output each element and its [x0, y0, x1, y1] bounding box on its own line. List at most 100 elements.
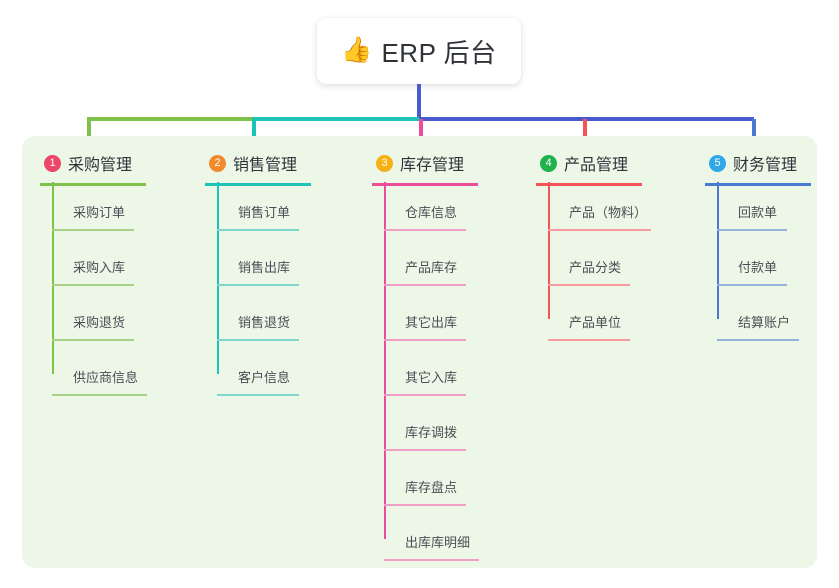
leaf-item-label: 库存调拨 — [405, 425, 458, 440]
leaf-item-rule — [52, 339, 134, 341]
column-header-sales[interactable]: 2 销售管理 — [205, 150, 311, 176]
root-title-card: 👍 ERP 后台 — [317, 18, 521, 84]
leaf-item-rule — [217, 339, 299, 341]
column-header-purchasing[interactable]: 1 采购管理 — [40, 150, 146, 176]
column-badge-inventory: 3 — [376, 154, 393, 172]
leaf-item-label: 产品（物料） — [569, 205, 648, 220]
leaf-item-rule — [548, 284, 630, 286]
leaf-item-label: 仓库信息 — [405, 205, 458, 220]
leaf-item[interactable]: 产品库存 — [384, 259, 466, 286]
leaf-item-label: 回款单 — [738, 205, 778, 220]
leaf-item-label: 供应商信息 — [73, 370, 139, 385]
column-header-product[interactable]: 4 产品管理 — [536, 150, 642, 176]
leaf-item-rule — [717, 339, 799, 341]
leaf-item-rule — [717, 284, 787, 286]
leaf-item[interactable]: 仓库信息 — [384, 204, 466, 231]
leaf-item[interactable]: 结算账户 — [717, 314, 799, 341]
column-rail-inventory — [384, 182, 386, 539]
column-badge-purchasing: 1 — [44, 154, 61, 172]
leaf-item-rule — [52, 284, 134, 286]
column-header-inventory[interactable]: 3 库存管理 — [372, 150, 478, 176]
root-connector-stem — [417, 84, 421, 120]
leaf-item-rule — [548, 339, 630, 341]
leaf-item-rule — [52, 229, 134, 231]
leaf-item-label: 销售出库 — [238, 260, 291, 275]
column-header-rule-sales — [205, 183, 311, 186]
leaf-item-rule — [384, 394, 466, 396]
leaf-item[interactable]: 库存调拨 — [384, 424, 466, 451]
leaf-item[interactable]: 采购入库 — [52, 259, 134, 286]
leaf-item-rule — [52, 394, 147, 396]
column-purchasing: 1 采购管理采购订单采购入库采购退货供应商信息 — [40, 150, 147, 396]
leaf-item[interactable]: 销售订单 — [217, 204, 299, 231]
leaf-item-rule — [217, 284, 299, 286]
column-product: 4 产品管理产品（物料） 产品分类产品单位 — [536, 150, 651, 341]
leaf-item-label: 其它入库 — [405, 370, 458, 385]
leaf-item-rule — [717, 229, 787, 231]
column-header-finance[interactable]: 5 财务管理 — [705, 150, 811, 176]
column-sales: 2 销售管理销售订单销售出库销售退货客户信息 — [205, 150, 311, 396]
column-badge-product: 4 — [540, 154, 557, 172]
leaf-item-rule — [217, 229, 299, 231]
diagram-panel: 1 采购管理采购订单采购入库采购退货供应商信息 2 销售管理销售订单销售出库销售退货客… — [22, 136, 817, 568]
leaf-item-rule — [384, 284, 466, 286]
leaf-item[interactable]: 供应商信息 — [52, 369, 147, 396]
leaf-item-rule — [217, 394, 299, 396]
column-title-purchasing: 采购管理 — [68, 157, 133, 174]
column-rail-product — [548, 182, 550, 319]
column-inventory: 3 库存管理仓库信息产品库存其它出库其它入库库存调拨库存盘点出库库明细 — [372, 150, 479, 561]
leaf-item[interactable]: 采购退货 — [52, 314, 134, 341]
leaf-item[interactable]: 产品单位 — [548, 314, 630, 341]
column-rail-sales — [217, 182, 219, 374]
leaf-item-label: 库存盘点 — [405, 480, 458, 495]
bus-segment-green — [87, 117, 252, 121]
leaf-item-label: 采购订单 — [73, 205, 126, 220]
column-header-rule-finance — [705, 183, 811, 186]
leaf-item[interactable]: 付款单 — [717, 259, 787, 286]
column-badge-finance: 5 — [709, 154, 726, 172]
leaf-item[interactable]: 库存盘点 — [384, 479, 466, 506]
leaf-item[interactable]: 产品分类 — [548, 259, 630, 286]
leaf-item-label: 产品库存 — [405, 260, 458, 275]
leaf-item-rule — [384, 229, 466, 231]
column-title-inventory: 库存管理 — [400, 157, 465, 174]
column-title-product: 产品管理 — [564, 157, 629, 174]
leaf-item[interactable]: 其它出库 — [384, 314, 466, 341]
column-title-finance: 财务管理 — [733, 157, 798, 174]
column-finance: 5 财务管理回款单付款单结算账户 — [705, 150, 811, 341]
leaf-item-label: 出库库明细 — [405, 535, 471, 550]
leaf-item-label: 结算账户 — [738, 315, 791, 330]
leaf-item-label: 采购退货 — [73, 315, 126, 330]
leaf-item[interactable]: 客户信息 — [217, 369, 299, 396]
leaf-item-label: 其它出库 — [405, 315, 458, 330]
leaf-item-rule — [384, 504, 466, 506]
leaf-item[interactable]: 出库库明细 — [384, 534, 479, 561]
leaf-item-rule — [548, 229, 651, 231]
leaf-item-label: 销售退货 — [238, 315, 291, 330]
root-title-text: ERP 后台 — [381, 37, 497, 68]
leaf-item[interactable]: 回款单 — [717, 204, 787, 231]
leaf-item-rule — [384, 559, 479, 561]
leaf-item[interactable]: 采购订单 — [52, 204, 134, 231]
leaf-item[interactable]: 其它入库 — [384, 369, 466, 396]
leaf-item-label: 销售订单 — [238, 205, 291, 220]
leaf-item-rule — [384, 449, 466, 451]
leaf-item-label: 采购入库 — [73, 260, 126, 275]
leaf-item-rule — [384, 339, 466, 341]
column-header-rule-product — [536, 183, 642, 186]
leaf-item-label: 付款单 — [738, 260, 778, 275]
bus-segment-teal — [252, 117, 419, 121]
leaf-item[interactable]: 销售退货 — [217, 314, 299, 341]
leaf-item-label: 产品单位 — [569, 315, 622, 330]
leaf-item[interactable]: 产品（物料） — [548, 204, 651, 231]
column-header-rule-inventory — [372, 183, 478, 186]
column-title-sales: 销售管理 — [233, 157, 298, 174]
column-header-rule-purchasing — [40, 183, 146, 186]
leaf-item-label: 客户信息 — [238, 370, 291, 385]
thumbs-up-icon: 👍 — [341, 35, 373, 64]
column-rail-finance — [717, 182, 719, 319]
leaf-item-label: 产品分类 — [569, 260, 622, 275]
column-badge-sales: 2 — [209, 154, 226, 172]
column-rail-purchasing — [52, 182, 54, 374]
leaf-item[interactable]: 销售出库 — [217, 259, 299, 286]
